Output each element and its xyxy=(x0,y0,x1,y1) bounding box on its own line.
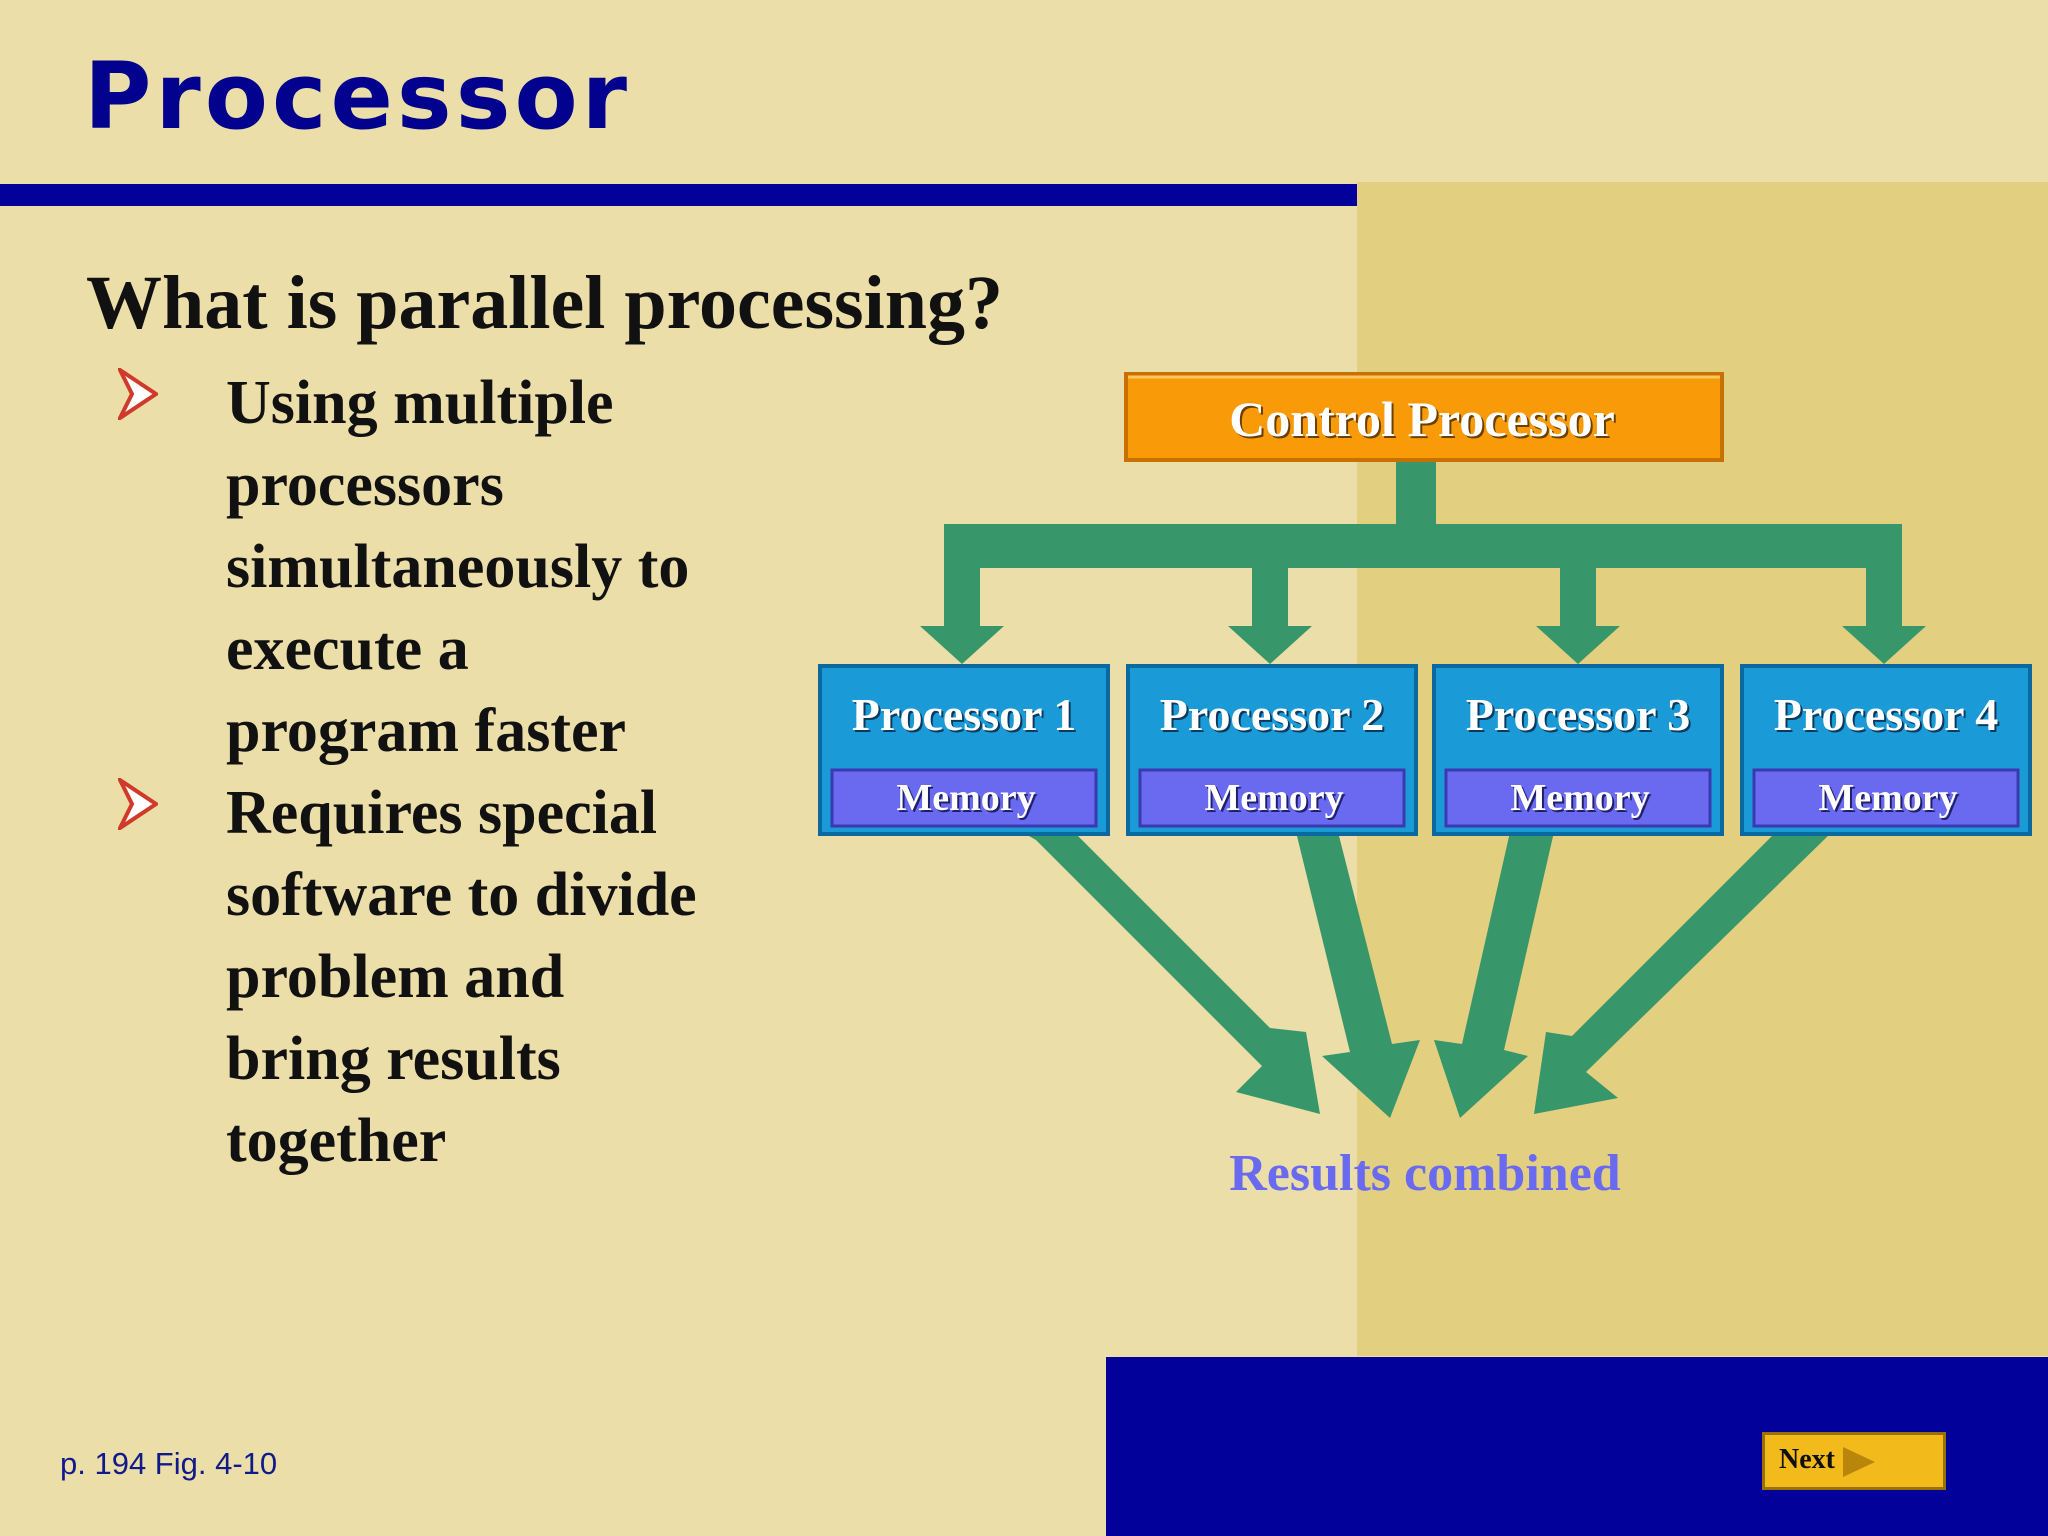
distribution-arrows xyxy=(920,458,1926,664)
control-processor-box: Control Processor Control Processor xyxy=(1124,372,1724,462)
processor-box-3: Processor 3 Processor 3 Memory Memory xyxy=(1432,664,1724,836)
converge-arrow-1 xyxy=(1022,832,1320,1114)
control-stem xyxy=(1396,458,1436,526)
processor-label-shadow: Processor 1 xyxy=(854,691,1078,742)
memory-label-shadow: Memory xyxy=(1512,779,1651,821)
figure-caption: p. 194 Fig. 4-10 xyxy=(60,1446,278,1481)
processor-label-shadow: Processor 2 xyxy=(1162,691,1386,742)
processor-box-1: Processor 1 Processor 1 Memory Memory xyxy=(818,664,1110,836)
bullet-line: bring results xyxy=(226,1025,561,1093)
control-processor-shadow: Control Processor xyxy=(1231,393,1617,449)
bullet-item: Requires special software to divide prob… xyxy=(110,772,790,1182)
processor-label: Processor 4 xyxy=(1774,689,1998,740)
converging-arrows xyxy=(1022,832,1832,1118)
memory-label: Memory xyxy=(1818,777,1957,819)
memory-label-shadow: Memory xyxy=(1206,779,1345,821)
memory-label: Memory xyxy=(896,777,1035,819)
bullet-line: simultaneously to xyxy=(226,533,690,601)
memory-label-shadow: Memory xyxy=(898,779,1037,821)
processor-label-shadow: Processor 3 xyxy=(1468,691,1692,742)
down-arrowhead-3 xyxy=(1536,626,1620,664)
control-processor-label: Control Processor xyxy=(1229,391,1615,447)
memory-label: Memory xyxy=(1510,777,1649,819)
bullet-line: Using multiple xyxy=(226,369,614,437)
slide-subtitle: What is parallel processing? xyxy=(86,261,1003,345)
play-triangle-icon xyxy=(1843,1447,1875,1477)
next-button[interactable]: Next xyxy=(1762,1432,1946,1490)
title-rule xyxy=(0,184,1357,206)
converge-arrow-4 xyxy=(1534,832,1832,1114)
processor-box-4: Processor 4 Processor 4 Memory Memory xyxy=(1740,664,2032,836)
converge-arrow-2 xyxy=(1296,832,1420,1118)
memory-label: Memory xyxy=(1204,777,1343,819)
control-processor-rect xyxy=(1124,372,1724,462)
bullet-line: problem and xyxy=(226,943,565,1011)
down-arrowhead-2 xyxy=(1228,626,1312,664)
bullet-line: processors xyxy=(226,451,504,519)
processor-label-shadow: Processor 4 xyxy=(1776,691,2000,742)
bullet-line: Requires special xyxy=(226,779,658,847)
bullet-line: together xyxy=(226,1107,447,1175)
bullet-line: software to divide xyxy=(226,861,697,929)
drop-stem-3 xyxy=(1560,524,1596,628)
memory-rect xyxy=(1752,768,2020,828)
results-combined-label: Results combined xyxy=(1229,1145,1621,1202)
chevron-arrow-icon xyxy=(118,778,158,830)
bullet-line: execute a xyxy=(226,615,469,683)
drop-stem-1 xyxy=(944,524,980,628)
down-arrowhead-1 xyxy=(920,626,1004,664)
memory-rect xyxy=(830,768,1098,828)
bullet-item: Using multiple processors simultaneously… xyxy=(110,362,790,772)
bullet-line: program faster xyxy=(226,697,627,765)
bullet-list: Using multiple processors simultaneously… xyxy=(110,362,790,1182)
memory-label-shadow: Memory xyxy=(1820,779,1959,821)
distribution-bar xyxy=(944,524,1902,568)
memory-rect xyxy=(1138,768,1406,828)
drop-stem-2 xyxy=(1252,524,1288,628)
converge-arrow-3 xyxy=(1434,832,1554,1118)
drop-stem-4 xyxy=(1866,524,1902,628)
slide-title: Processor xyxy=(84,43,632,150)
processor-label: Processor 1 xyxy=(852,689,1076,740)
processor-box-2: Processor 2 Processor 2 Memory Memory xyxy=(1126,664,1418,836)
processor-label: Processor 3 xyxy=(1466,689,1690,740)
memory-rect xyxy=(1444,768,1712,828)
next-button-label: Next xyxy=(1779,1444,1835,1475)
chevron-arrow-icon xyxy=(118,368,158,420)
processor-label: Processor 2 xyxy=(1160,689,1384,740)
down-arrowhead-4 xyxy=(1842,626,1926,664)
